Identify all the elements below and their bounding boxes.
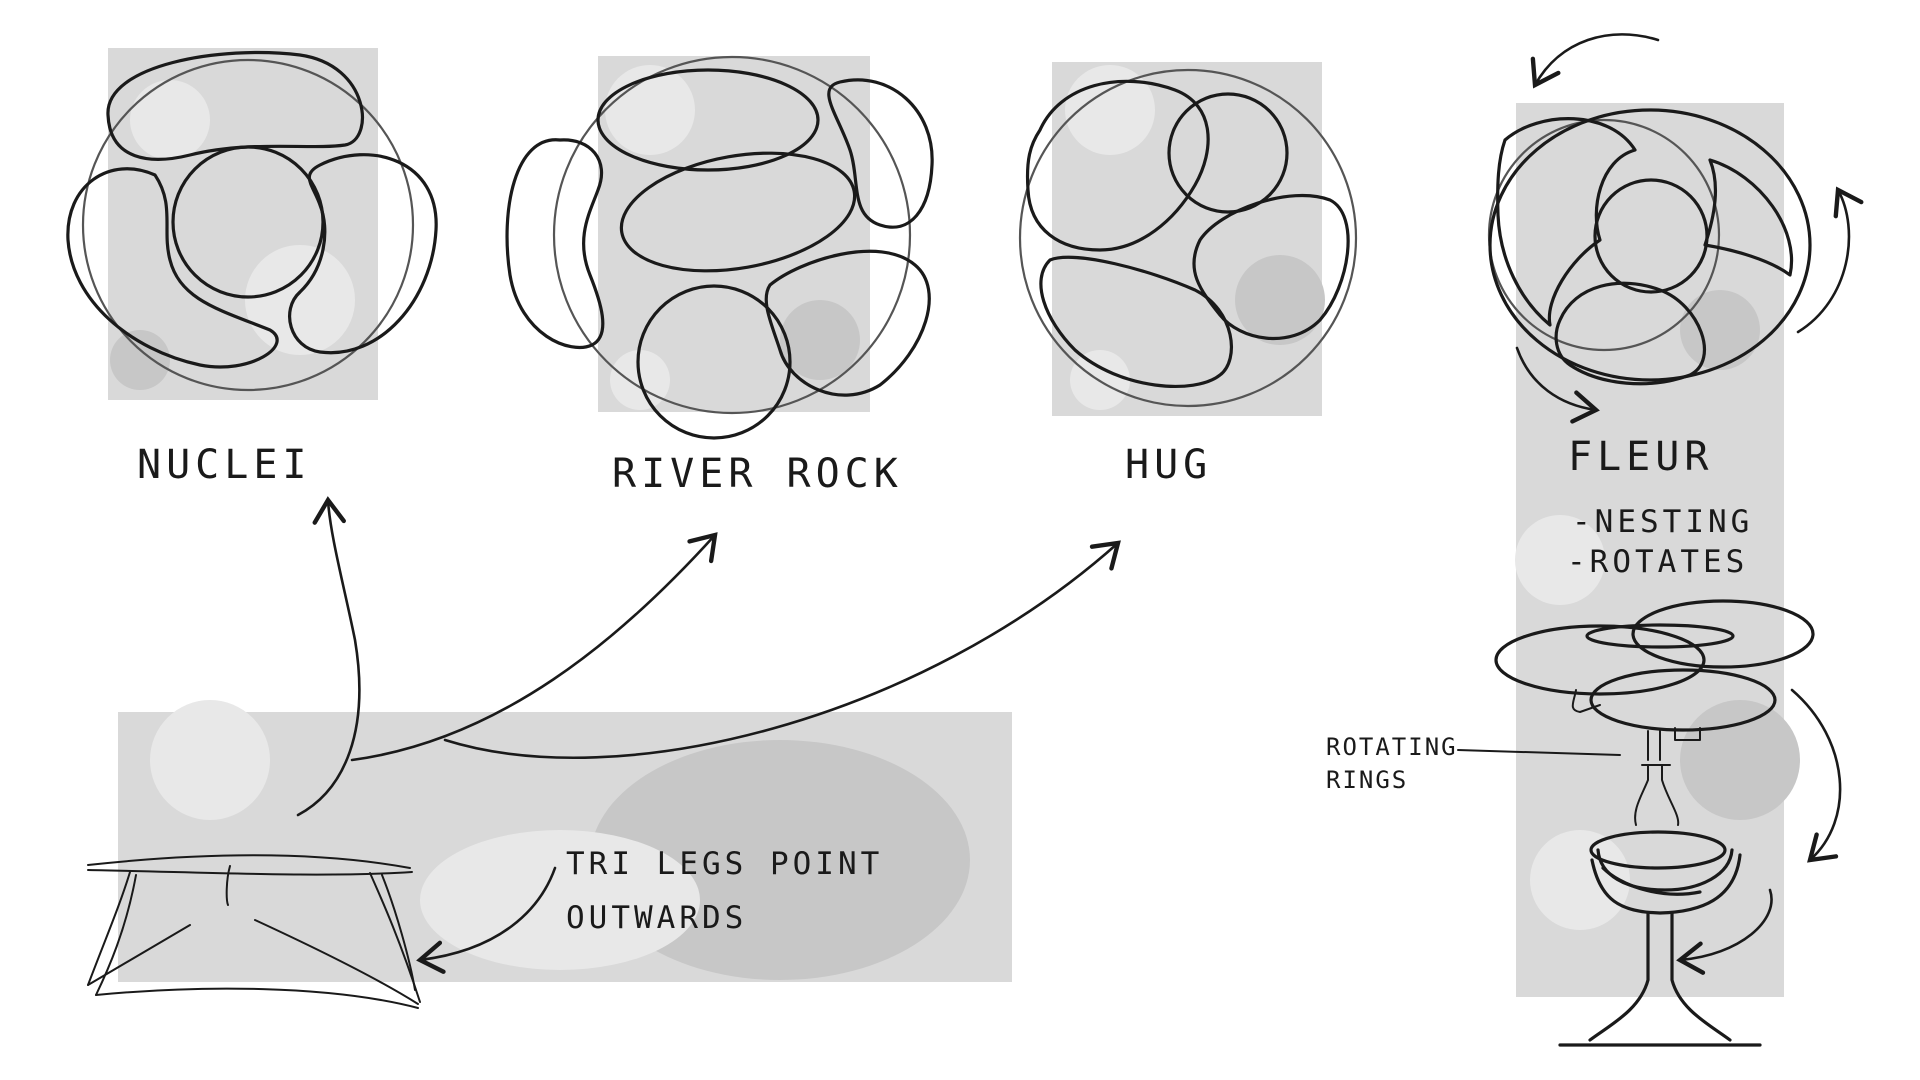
table-sketch: [87, 854, 421, 1009]
wash-panel-table: [118, 700, 1012, 982]
svg-text:ROTATING: ROTATING: [1326, 733, 1458, 761]
fleur-swirl-arrow: [1676, 888, 1773, 975]
fleur-rotation-arrow-right: [1796, 186, 1864, 334]
fleur-sketch: [1487, 108, 1812, 386]
river-rock-label: RIVER ROCK: [612, 451, 903, 497]
svg-text:-ROTATES: -ROTATES: [1567, 544, 1748, 580]
svg-text:TRI LEGS POINT: TRI LEGS POINT: [566, 846, 883, 882]
rotating-rings-callout: ROTATING RINGS: [1326, 733, 1621, 794]
fleur-down-arrow: [1790, 688, 1842, 863]
svg-text:RIVER ROCK: RIVER ROCK: [612, 451, 903, 497]
tri-legs-callout: TRI LEGS POINT OUTWARDS: [416, 846, 883, 974]
svg-text:HUG: HUG: [1125, 442, 1212, 488]
nuclei-sketch: [66, 50, 438, 392]
arrow-to-nuclei: [296, 496, 361, 817]
fleur-rotation-arrow-top: [1530, 33, 1660, 89]
svg-text:RINGS: RINGS: [1326, 766, 1408, 794]
wash-panel-nuclei: [108, 48, 378, 400]
arrow-to-hug: [443, 540, 1121, 760]
fleur-side-view: [1494, 599, 1815, 1047]
hug-sketch: [1018, 68, 1358, 408]
hug-label: HUG: [1125, 442, 1212, 488]
river-rock-sketch: [505, 55, 934, 440]
svg-text:-NESTING: -NESTING: [1572, 504, 1753, 540]
fleur-rotation-arrow-left: [1515, 346, 1600, 424]
svg-text:NUCLEI: NUCLEI: [137, 442, 312, 488]
wash-panel-river-rock: [598, 56, 870, 412]
nuclei-label: NUCLEI: [137, 442, 312, 488]
fleur-labels: FLEUR -NESTING -ROTATES: [1567, 434, 1753, 580]
svg-text:FLEUR: FLEUR: [1568, 434, 1713, 480]
arrow-to-river-rock: [350, 532, 718, 762]
svg-text:OUTWARDS: OUTWARDS: [566, 900, 747, 936]
